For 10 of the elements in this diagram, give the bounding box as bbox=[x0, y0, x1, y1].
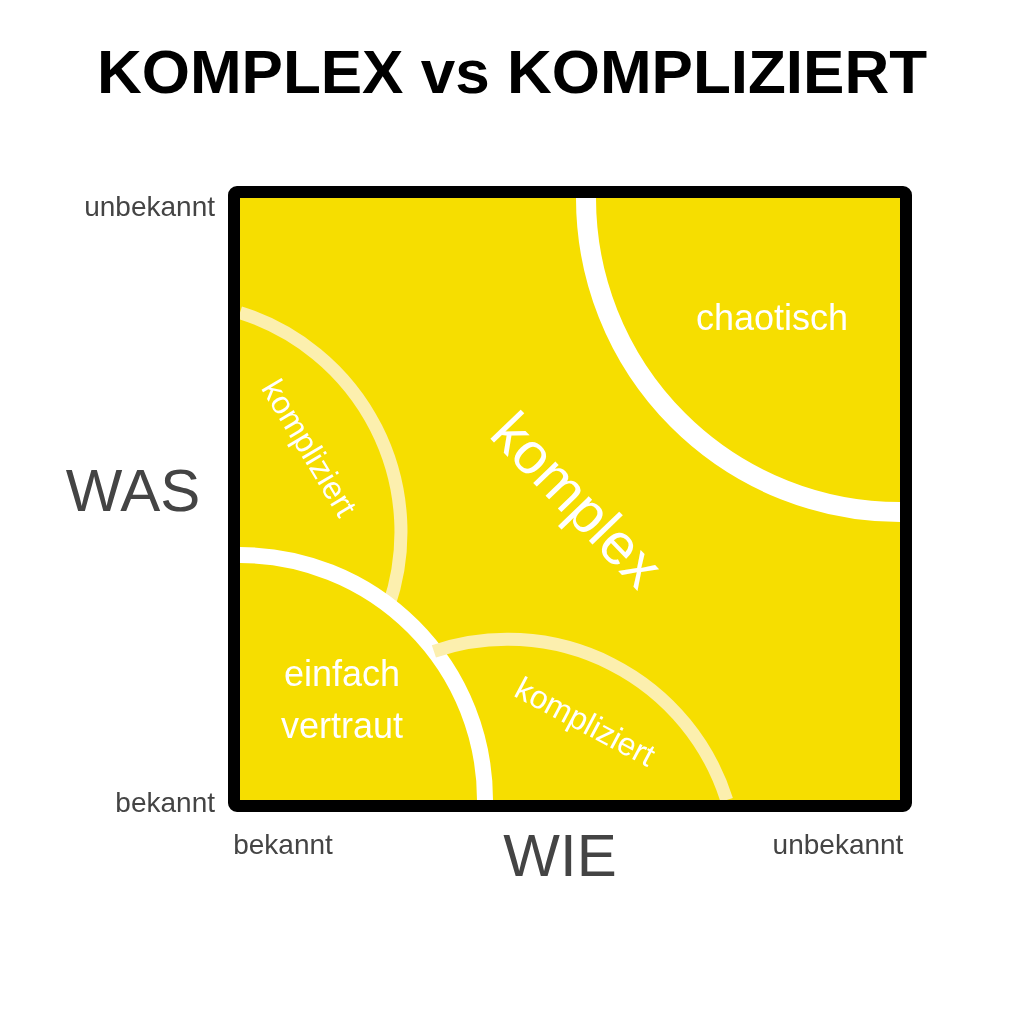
axis-title: WIE bbox=[503, 820, 617, 890]
matrix-square bbox=[228, 186, 912, 812]
axis-title: WAS bbox=[65, 455, 201, 525]
axis-label: bekannt bbox=[115, 786, 215, 820]
axis-label: unbekannt bbox=[84, 190, 215, 224]
zone-label: chaotisch bbox=[695, 297, 849, 339]
axis-label: unbekannt bbox=[772, 828, 904, 862]
zone-label: einfach vertraut bbox=[279, 651, 404, 748]
axis-label: bekannt bbox=[233, 828, 333, 862]
title: KOMPLEX vs KOMPLIZIERT bbox=[96, 36, 928, 108]
